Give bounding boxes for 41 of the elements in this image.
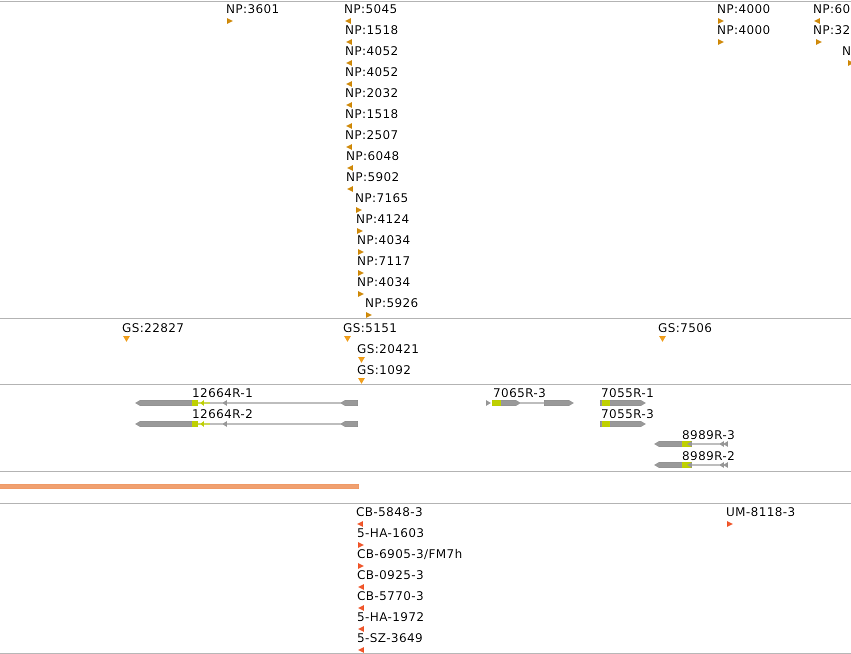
feature-label: NP:6048 bbox=[346, 149, 400, 163]
feature-label: NP:5045 bbox=[344, 2, 398, 16]
feature-label: GS:7506 bbox=[658, 321, 712, 335]
feature-label: 8989R-3 bbox=[682, 428, 736, 442]
feature-label: GS:20421 bbox=[357, 342, 420, 356]
feature-label: NP:4000 bbox=[717, 23, 771, 37]
feature-label: NP:60 bbox=[813, 2, 851, 16]
feature-label: NP:4034 bbox=[357, 275, 411, 289]
feature-label: NP:7165 bbox=[355, 191, 409, 205]
feature-label: NP:4000 bbox=[717, 2, 771, 16]
feature-label: NP:32 bbox=[813, 23, 851, 37]
feature-label: GS:5151 bbox=[343, 321, 398, 335]
feature-label: 7055R-1 bbox=[601, 386, 654, 400]
feature-label: CB-5848-3 bbox=[356, 505, 424, 519]
feature-label: NP:3601 bbox=[226, 2, 280, 16]
feature-label: NP:2507 bbox=[345, 128, 399, 142]
feature-label: NP:5902 bbox=[346, 170, 400, 184]
feature-label: 7055R-3 bbox=[601, 407, 654, 421]
feature-label: NP:4034 bbox=[357, 233, 411, 247]
feature-label: N bbox=[842, 44, 851, 58]
feature-label: 8989R-2 bbox=[682, 449, 736, 463]
feature-label: 12664R-1 bbox=[192, 386, 254, 400]
feature-label: NP:4052 bbox=[345, 44, 399, 58]
feature-label: GS:22827 bbox=[122, 321, 184, 335]
feature-label: 5-HA-1972 bbox=[357, 610, 424, 624]
feature-label: 5-HA-1603 bbox=[357, 526, 424, 540]
feature-label: NP:4052 bbox=[345, 65, 399, 79]
feature-label: 5-SZ-3649 bbox=[357, 631, 424, 645]
feature-label: NP:2032 bbox=[345, 86, 399, 100]
feature-label: NP:4124 bbox=[356, 212, 410, 226]
feature-label: GS:1092 bbox=[357, 363, 412, 377]
feature-label: UM-8118-3 bbox=[726, 505, 796, 519]
feature-label: NP:5926 bbox=[365, 296, 419, 310]
feature-label: 7065R-3 bbox=[493, 386, 546, 400]
feature-label: NP:7117 bbox=[357, 254, 411, 268]
feature-label: CB-6905-3/FM7h bbox=[357, 547, 463, 561]
feature-label: CB-0925-3 bbox=[357, 568, 424, 582]
feature-label: 12664R-2 bbox=[192, 407, 254, 421]
feature-label: NP:1518 bbox=[345, 23, 399, 37]
feature-label: NP:1518 bbox=[345, 107, 399, 121]
feature-label: CB-5770-3 bbox=[357, 589, 424, 603]
